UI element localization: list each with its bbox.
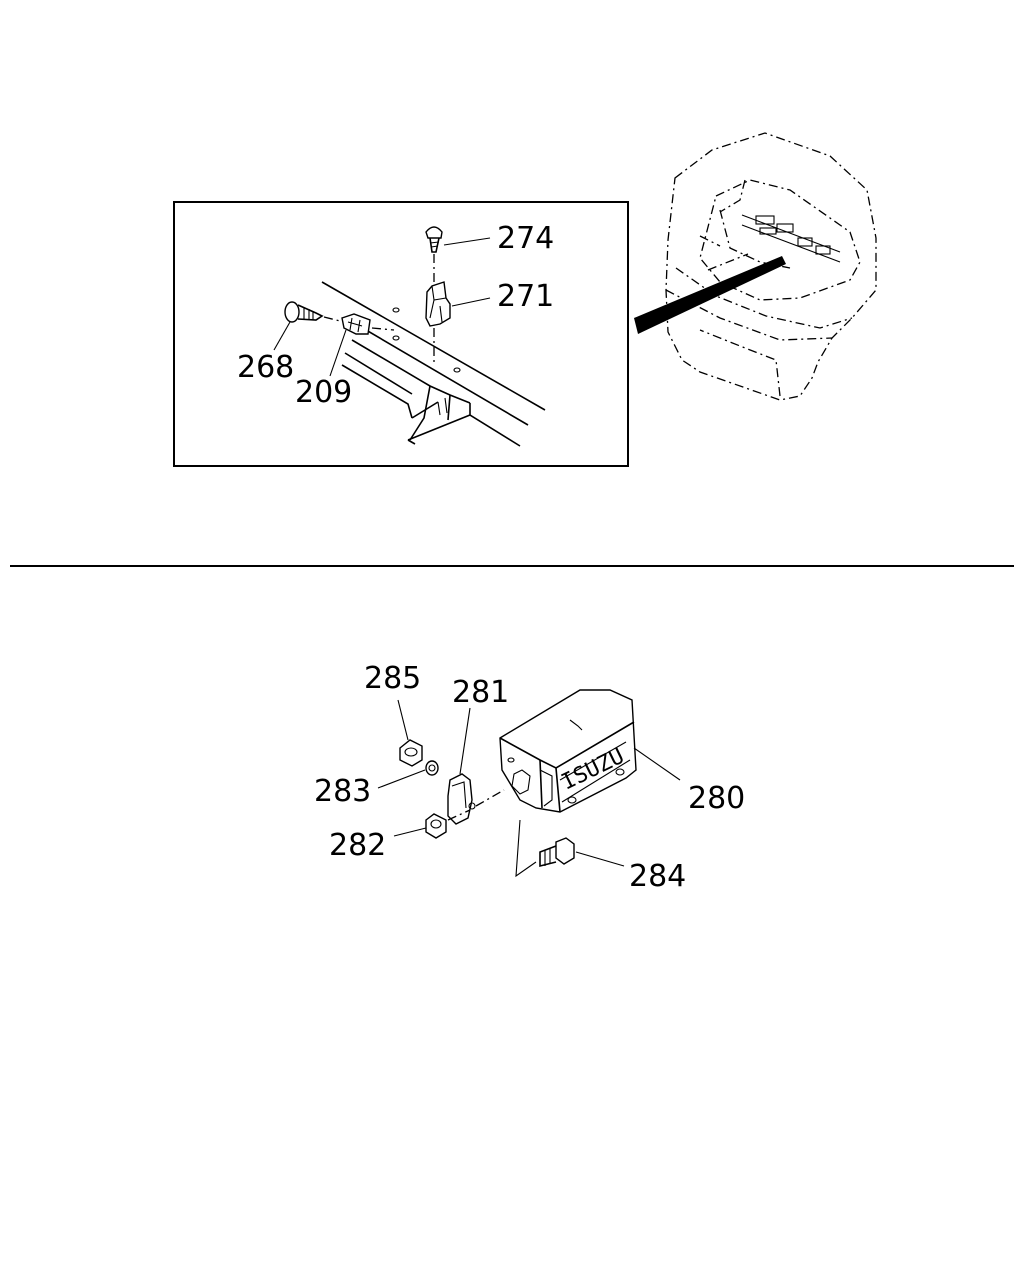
nut-282	[393, 809, 471, 839]
panel-structure	[321, 281, 546, 447]
callout-282: 282	[329, 828, 386, 863]
callout-268: 268	[237, 350, 294, 385]
bracket-281	[447, 707, 505, 825]
fastener-284	[515, 819, 625, 878]
callout-283: 283	[314, 774, 371, 809]
clip-209	[329, 313, 395, 377]
clip-271	[425, 281, 491, 362]
callout-284: 284	[629, 859, 686, 894]
callout-271: 271	[497, 279, 554, 314]
callout-281: 281	[452, 675, 509, 710]
callout-285: 285	[364, 661, 421, 696]
cab-overview	[634, 132, 877, 401]
grille-slots	[755, 215, 831, 255]
detail-inset	[173, 201, 629, 467]
bolt-268	[273, 301, 341, 351]
callout-labels: 274 271 268 209 285 281 283 282 280 284	[237, 221, 745, 894]
detail-pointer	[634, 256, 786, 334]
screw-274	[425, 226, 491, 283]
callout-280: 280	[688, 781, 745, 816]
callout-274: 274	[497, 221, 554, 256]
callout-209: 209	[295, 375, 352, 410]
emblem-280: ISUZU	[499, 689, 681, 813]
washer-283	[377, 760, 439, 789]
nut-285	[397, 699, 423, 767]
